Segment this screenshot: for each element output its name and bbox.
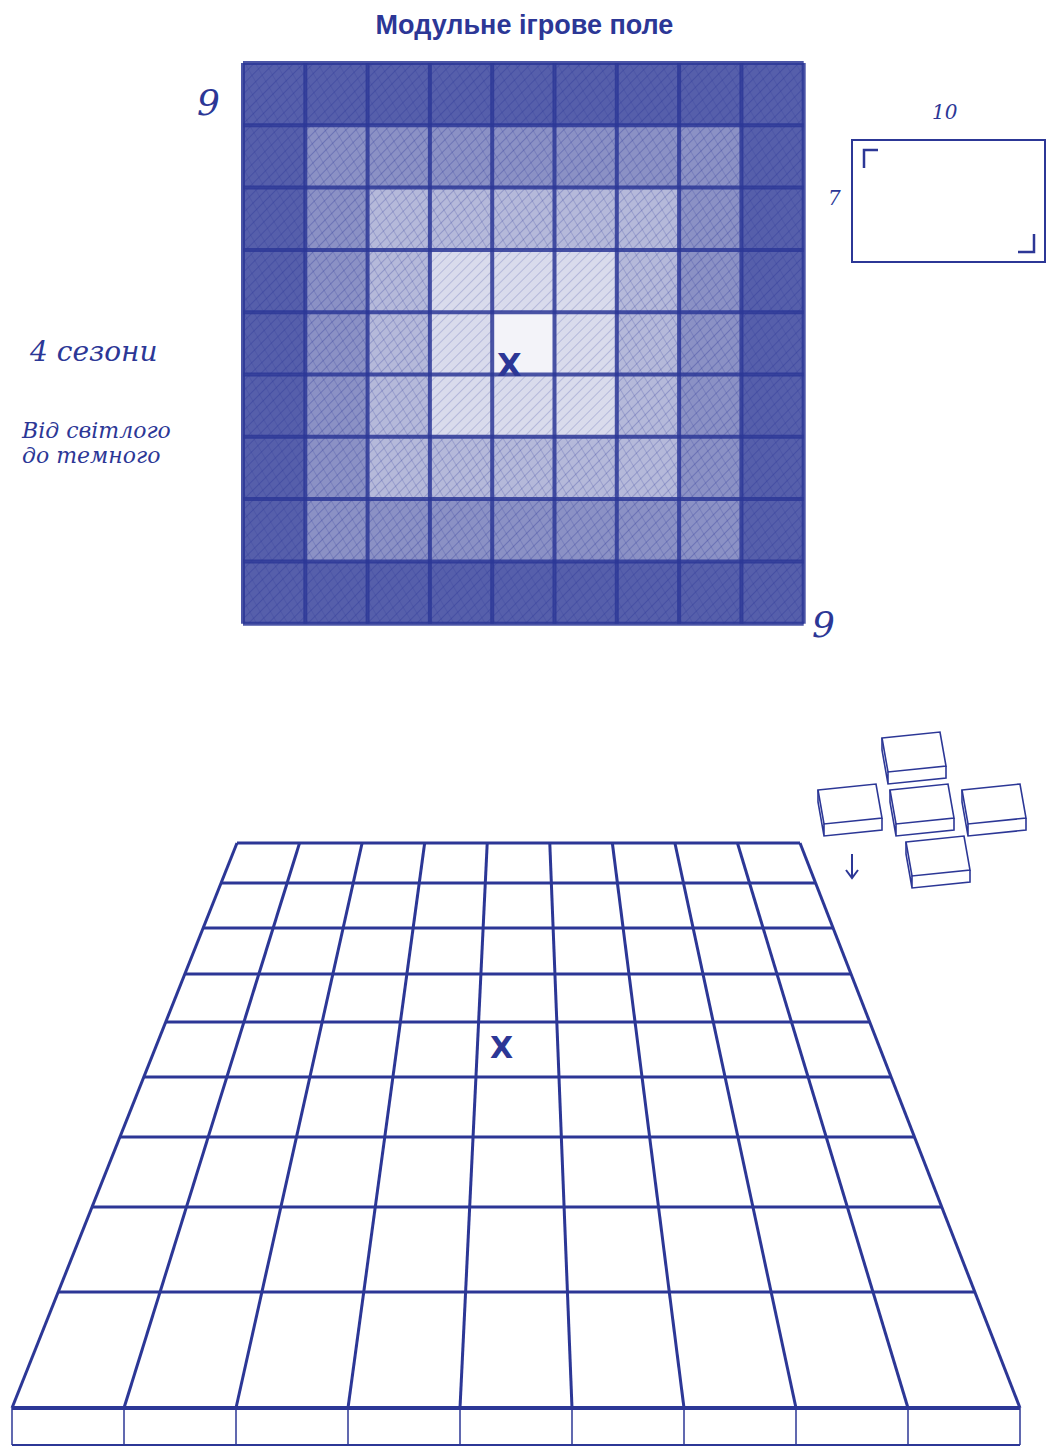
- note: Від світлого до темного: [22, 418, 197, 469]
- shaded-grid: [243, 63, 804, 624]
- title: Модульне ігрове поле: [376, 10, 674, 41]
- down-arrow: [846, 854, 858, 878]
- dimension-number: 7: [828, 186, 841, 210]
- dimension-number: 9: [197, 82, 220, 123]
- dimension-number: 10: [932, 100, 957, 124]
- center-mark: X: [497, 346, 522, 384]
- note: 4 сезони: [30, 335, 158, 368]
- perspective-grid: [12, 843, 1020, 1445]
- tile-icon: [818, 732, 1026, 888]
- format-rectangle: [852, 140, 1045, 262]
- center-mark: X: [490, 1030, 513, 1065]
- dimension-number: 9: [812, 604, 835, 645]
